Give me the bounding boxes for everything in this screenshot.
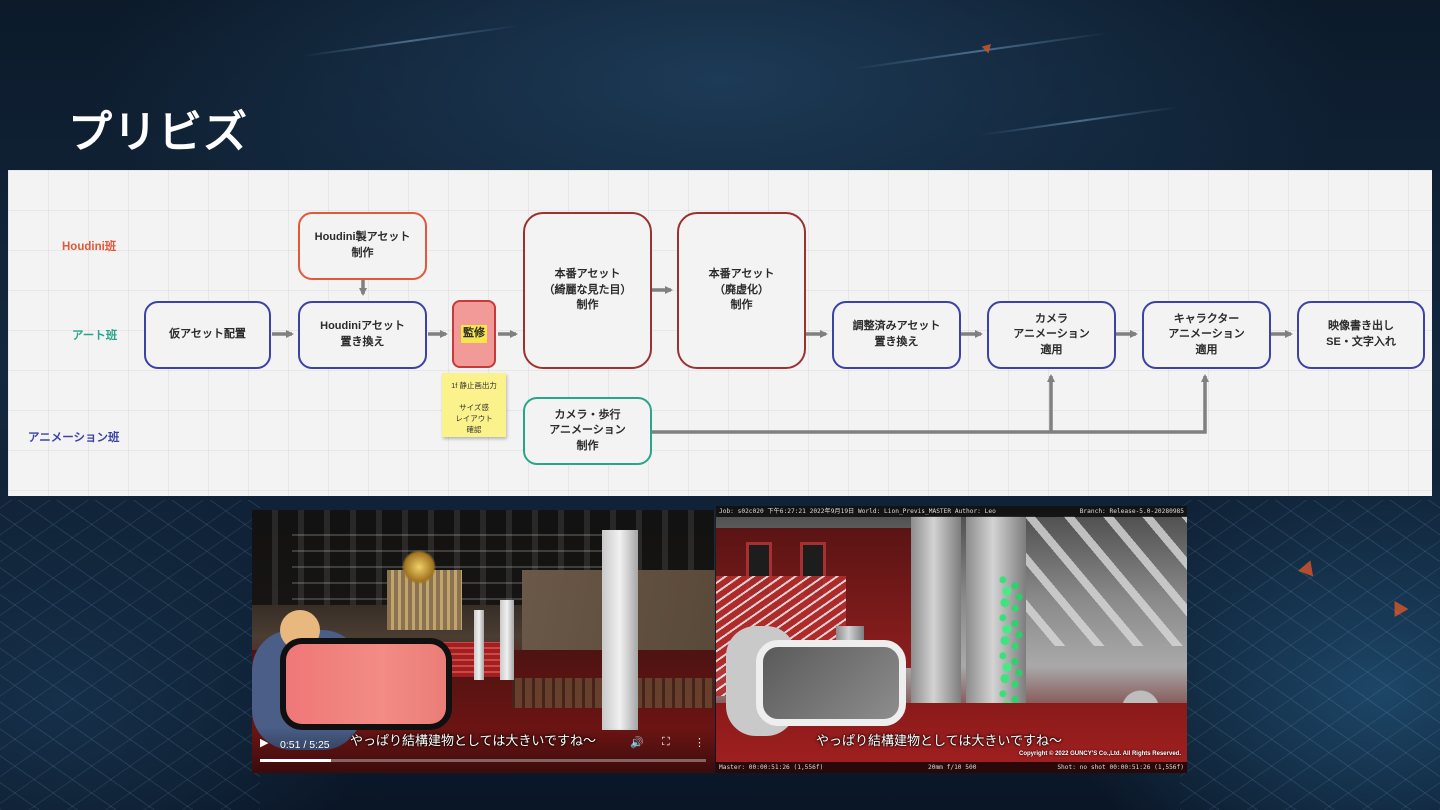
viewport-frame-ruin	[716, 506, 1187, 773]
node-temp-asset[interactable]: 仮アセット配置	[144, 301, 271, 369]
scene-green-particles	[991, 576, 1031, 726]
more-icon[interactable]: ⋮	[694, 736, 705, 749]
play-icon[interactable]: ▶	[260, 736, 269, 749]
copyright-notice: Copyright © 2022 GUNCY'S Co.,Ltd. All Ri…	[1019, 751, 1181, 757]
hud-bottom-bar: Master: 00:00:51:26 (1,556f) 20mm f/10 5…	[716, 762, 1187, 773]
scene-phone	[280, 638, 452, 730]
scene-pillar	[474, 610, 484, 680]
hud-top-bar: Job: s02c020 下午6:27:21 2022年9月19日 World:…	[716, 506, 1187, 517]
scene-phone-screen	[286, 644, 446, 724]
node-final-asset-clean[interactable]: 本番アセット （綺麗な見た目） 制作	[523, 212, 652, 369]
lane-label-art: アート班	[72, 330, 118, 342]
hud-bottom-left: Master: 00:00:51:26 (1,556f)	[719, 764, 824, 771]
scene-pillar	[602, 530, 638, 730]
video-progress-fill	[260, 759, 332, 762]
scene-pillar	[911, 516, 961, 726]
node-camera-walk-anim[interactable]: カメラ・歩行 アニメーション 制作	[523, 397, 652, 465]
node-houdini-asset[interactable]: Houdini製アセット 制作	[298, 212, 427, 280]
player-controls	[252, 727, 715, 773]
arrow-walk-to-character	[652, 374, 1209, 434]
node-final-asset-ruined[interactable]: 本番アセット （廃虚化） 制作	[677, 212, 806, 369]
lane-label-animation: アニメーション班	[28, 432, 120, 444]
hud-top-right: Branch: Release-5.0-20280985	[1079, 508, 1184, 515]
slide-title: プリビズ	[68, 107, 248, 158]
flowchart-arrows	[272, 280, 1293, 434]
scene-phone	[756, 640, 906, 726]
scene-pillar	[500, 600, 514, 680]
node-review[interactable]: 監修	[452, 300, 496, 368]
node-adjusted-replace[interactable]: 調整済みアセット 置き換え	[832, 301, 961, 369]
node-export[interactable]: 映像書き出し SE・文字入れ	[1297, 301, 1425, 369]
video-subtitle-left: やっぱり結構建物としては大きいですね～	[350, 734, 596, 749]
background-mesh-left	[0, 500, 260, 810]
video-progress-bar[interactable]	[260, 759, 706, 762]
video-subtitle-right: やっぱり結構建物としては大きいですね～	[816, 734, 1062, 749]
node-camera-anim-apply[interactable]: カメラ アニメーション 適用	[987, 301, 1116, 369]
video-player-left[interactable]: やっぱり結構建物としては大きいですね～ ▶ 0:51 / 5:25 🔊 ⛶ ⋮	[252, 510, 715, 773]
hud-bottom-center: 20mm f/10 500	[928, 764, 977, 771]
node-review-label: 監修	[461, 325, 487, 343]
fullscreen-icon[interactable]: ⛶	[662, 735, 670, 748]
flowchart-board: Houdini班 アート班 アニメーション班 Houdini製アセット 制作 仮…	[8, 170, 1432, 496]
node-character-anim-apply[interactable]: キャラクター アニメーション 適用	[1142, 301, 1271, 369]
background-streak	[300, 24, 520, 58]
video-time: 0:51 / 5:25	[280, 739, 330, 751]
scene-chandelier	[402, 550, 436, 584]
hud-top-left: Job: s02c020 下午6:27:21 2022年9月19日 World:…	[719, 508, 996, 515]
lane-label-houdini: Houdini班	[62, 241, 117, 253]
volume-icon[interactable]: 🔊	[630, 736, 644, 749]
background-streak	[851, 31, 1109, 71]
hud-bottom-right: Shot: no shot 00:00:51:26 (1,556f)	[1057, 764, 1184, 771]
node-houdini-replace[interactable]: Houdiniアセット 置き換え	[298, 301, 427, 369]
background-mesh-right	[1180, 500, 1440, 810]
video-player-right[interactable]: Job: s02c020 下午6:27:21 2022年9月19日 World:…	[716, 506, 1187, 773]
sticky-note: 1f 静止画出力 サイズ感 レイアウト 確認	[442, 373, 506, 437]
background-streak	[980, 106, 1180, 136]
